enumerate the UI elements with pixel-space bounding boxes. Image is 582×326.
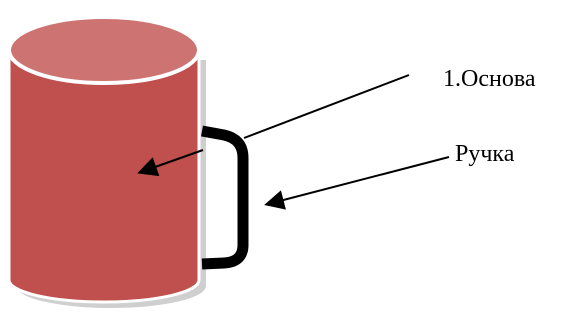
mug-handle xyxy=(201,125,249,270)
mug-top xyxy=(7,15,201,85)
mug-body xyxy=(7,52,201,304)
base-pointer-line xyxy=(243,74,410,139)
base-label: 1.Основа xyxy=(443,66,536,92)
handle-arrow xyxy=(264,156,450,210)
base-arrow xyxy=(137,149,204,177)
handle-label: Ручка xyxy=(455,141,515,167)
